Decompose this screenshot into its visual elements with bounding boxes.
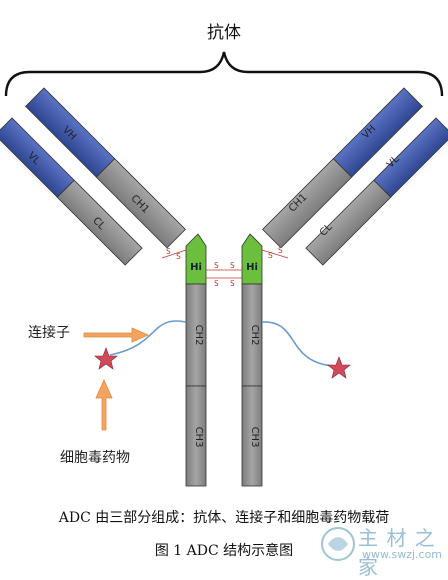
right-light-chain	[305, 117, 448, 266]
svg-text:S: S	[278, 246, 283, 255]
watermark-logo-icon	[321, 527, 355, 561]
right-hinge-label: Hi	[246, 262, 258, 273]
linker-label: 连接子	[28, 324, 70, 341]
left-hinge-label: Hi	[190, 262, 202, 273]
drug-arrow-icon	[95, 379, 113, 431]
left-light-heavy-disulfide: S S	[161, 247, 187, 261]
right-heavy-chain	[262, 87, 423, 249]
antibody-bracket	[4, 51, 444, 97]
right-linker	[261, 321, 335, 367]
left-heavy-chain: VH CH1	[25, 87, 186, 249]
svg-text:S: S	[230, 279, 235, 288]
svg-text:S: S	[214, 279, 219, 288]
left-cl-domain	[56, 179, 143, 266]
left-ch3-label: CH3	[193, 427, 204, 448]
svg-text:S: S	[214, 261, 219, 270]
right-ch3-domain	[241, 385, 263, 487]
linker-arrow-icon	[83, 327, 149, 343]
left-hinge	[185, 233, 207, 285]
right-drug-star-icon	[327, 356, 351, 379]
left-drug-star-icon	[94, 347, 118, 370]
left-ch1-domain	[95, 158, 186, 249]
svg-text:S: S	[176, 252, 181, 261]
right-cl-domain	[305, 179, 392, 266]
drug-label: 细胞毒药物	[60, 450, 130, 466]
right-ch2-label: CH2	[249, 325, 260, 346]
svg-text:S: S	[230, 261, 235, 270]
figure-description: ADC 由三部分组成：抗体、连接子和细胞毒药物载荷	[58, 510, 390, 526]
right-ch3-label: CH3	[249, 427, 260, 448]
watermark-url: www.swzj.com	[362, 548, 443, 561]
left-linker	[109, 320, 187, 356]
left-ch3-domain	[185, 385, 207, 487]
inter-heavy-disulfide: S S S S	[206, 261, 242, 288]
left-light-chain: VL CL	[0, 117, 143, 266]
site-watermark: 主 材 之 家 www.swzj.com	[318, 522, 444, 579]
svg-text:S: S	[166, 247, 171, 256]
right-ch1-domain	[262, 158, 353, 249]
svg-text:S: S	[268, 251, 273, 260]
left-ch2-label: CH2	[193, 325, 204, 346]
figure-caption: 图 1 ADC 结构示意图	[154, 543, 294, 559]
right-hinge	[241, 233, 263, 285]
antibody-title: 抗体	[207, 23, 241, 43]
right-light-heavy-disulfide: S S	[261, 246, 289, 260]
